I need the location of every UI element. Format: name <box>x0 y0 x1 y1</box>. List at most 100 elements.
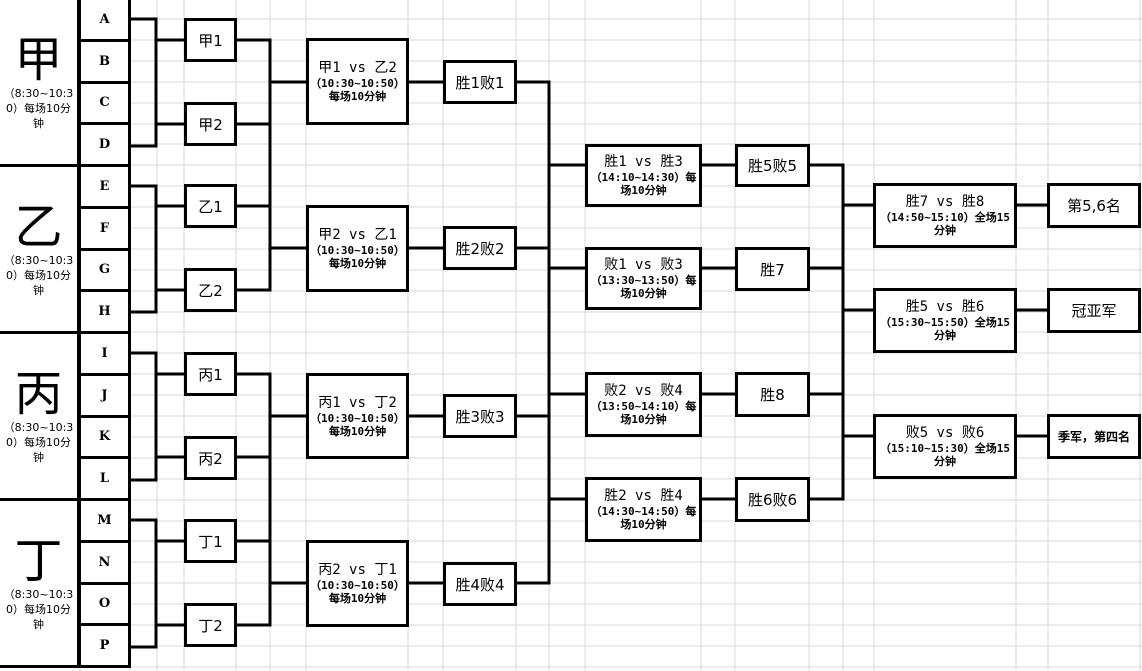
result-label: 胜1败1 <box>455 73 505 92</box>
team-label: B <box>99 53 110 69</box>
seed-box: 甲1 <box>184 18 237 62</box>
group-bracket <box>130 17 158 148</box>
group-schedule: （8:30~10:30）每场10分钟 <box>3 86 74 130</box>
result-label: 胜8 <box>760 386 785 404</box>
match-title: 败1 vs 败3 <box>604 257 683 273</box>
result-box: 胜5败5 <box>735 144 810 187</box>
group-bracket <box>130 351 158 482</box>
match-box: 丙1 vs 丁2 （10:30~10:50）每场10分钟 <box>306 373 409 459</box>
group-ding: 丁 （8:30~10:30）每场10分钟 <box>0 498 80 668</box>
team-label: A <box>99 11 110 27</box>
result-label: 胜5败5 <box>747 157 798 175</box>
match-schedule: （13:50~14:10）每场10分钟 <box>590 400 697 426</box>
round2-spine <box>810 163 845 501</box>
team-cell: J <box>78 372 131 418</box>
match-box: 败2 vs 败4 （13:50~14:10）每场10分钟 <box>585 372 702 437</box>
group-yi: 乙 （8:30~10:30）每场10分钟 <box>0 164 80 334</box>
team-cell: E <box>78 164 131 209</box>
group-name: 丙 <box>14 365 63 422</box>
match-box: 丙2 vs 丁1 （10:30~10:50）每场10分钟 <box>306 540 409 627</box>
group-bracket <box>130 518 158 649</box>
match-title: 丙2 vs 丁1 <box>318 562 397 578</box>
team-cell: I <box>78 331 131 376</box>
seed-box: 乙1 <box>184 184 237 228</box>
seed-box: 丙2 <box>184 436 237 480</box>
result-label: 胜2败2 <box>455 239 505 258</box>
team-label: E <box>99 178 110 194</box>
placement-label: 第5,6名 <box>1067 197 1121 215</box>
round1-spine <box>517 80 551 585</box>
match-schedule: （10:30~10:50）每场10分钟 <box>310 244 405 270</box>
match-title: 胜5 vs 胜6 <box>905 299 985 315</box>
match-title: 败5 vs 败6 <box>905 425 985 441</box>
seed-label: 丙2 <box>198 449 223 468</box>
seed-box: 乙2 <box>184 268 237 312</box>
result-box: 胜2败2 <box>443 226 517 270</box>
match-schedule: （10:30~10:50）每场10分钟 <box>310 77 405 103</box>
match-title: 败2 vs 败4 <box>604 383 683 399</box>
placement-box: 季军，第四名 <box>1047 414 1141 459</box>
match-schedule: （14:50~15:10）全场15分钟 <box>879 211 1011 237</box>
group-name: 丁 <box>14 532 63 589</box>
match-schedule: （10:30~10:50）每场10分钟 <box>310 411 405 438</box>
result-label: 胜3败3 <box>455 407 505 426</box>
team-label: P <box>99 638 110 654</box>
match-box: 甲2 vs 乙1 （10:30~10:50）每场10分钟 <box>306 205 409 292</box>
group-bing: 丙 （8:30~10:30）每场10分钟 <box>0 331 80 501</box>
match-schedule: （15:30~15:50）全场15分钟 <box>879 316 1011 342</box>
team-cell: P <box>78 623 131 668</box>
result-box: 胜3败3 <box>443 394 517 438</box>
match-title: 丙1 vs 丁2 <box>318 394 397 411</box>
seed-bracket <box>237 122 272 208</box>
team-cell: B <box>78 38 131 84</box>
match-box: 胜1 vs 胜3 （14:10~14:30）每场10分钟 <box>585 144 702 207</box>
team-label: C <box>99 95 110 111</box>
final-match-box: 胜7 vs 胜8 （14:50~15:10）全场15分钟 <box>873 183 1017 248</box>
match-schedule: （14:30~14:50）每场10分钟 <box>590 505 697 531</box>
placement-box: 冠亚军 <box>1047 288 1141 333</box>
match-box: 败1 vs 败3 （13:30~13:50）每场10分钟 <box>585 247 702 310</box>
group-schedule: （8:30~10:30）每场10分钟 <box>3 253 74 297</box>
final-match-box: 胜5 vs 胜6 （15:30~15:50）全场15分钟 <box>873 288 1017 353</box>
seed-bracket <box>237 38 272 292</box>
team-label: L <box>99 471 110 487</box>
seed-label: 丁2 <box>198 616 223 635</box>
match-title: 甲2 vs 乙1 <box>318 227 397 243</box>
team-cell: M <box>78 498 131 543</box>
match-title: 甲1 vs 乙2 <box>318 60 397 76</box>
result-label: 胜4败4 <box>455 575 505 594</box>
result-label: 胜7 <box>760 260 785 279</box>
team-cell: G <box>78 247 131 293</box>
team-cell: N <box>78 539 131 585</box>
team-label: H <box>98 304 111 320</box>
seed-box: 丁2 <box>184 603 237 647</box>
result-box: 胜4败4 <box>443 562 517 606</box>
group-bracket <box>130 184 158 314</box>
team-cell: O <box>78 581 131 627</box>
team-label: N <box>98 554 111 570</box>
placement-label: 冠亚军 <box>1071 302 1117 320</box>
result-label: 胜6败6 <box>747 491 798 509</box>
seed-bracket <box>237 455 272 543</box>
group-jia: 甲 （8:30~10:30）每场10分钟 <box>0 0 80 167</box>
team-cell: H <box>78 289 131 334</box>
placement-label: 季军，第四名 <box>1057 430 1130 444</box>
match-box: 甲1 vs 乙2 （10:30~10:50）每场10分钟 <box>306 38 409 125</box>
team-label: I <box>101 345 108 361</box>
match-schedule: （10:30~10:50）每场10分钟 <box>310 579 405 605</box>
seed-box: 丁1 <box>184 519 237 563</box>
team-cell: F <box>78 205 131 251</box>
match-title: 胜1 vs 胜3 <box>604 154 683 170</box>
result-box: 胜8 <box>735 372 810 417</box>
team-cell: D <box>78 122 131 167</box>
team-label: F <box>99 220 110 236</box>
seed-box: 甲2 <box>184 102 237 146</box>
team-label: M <box>97 512 112 528</box>
seed-label: 乙1 <box>198 197 223 216</box>
seed-box: 丙1 <box>184 352 237 396</box>
team-label: K <box>98 429 111 445</box>
team-cell: A <box>78 0 131 42</box>
team-label: G <box>98 262 111 278</box>
match-schedule: （14:10~14:30）每场10分钟 <box>590 171 697 197</box>
